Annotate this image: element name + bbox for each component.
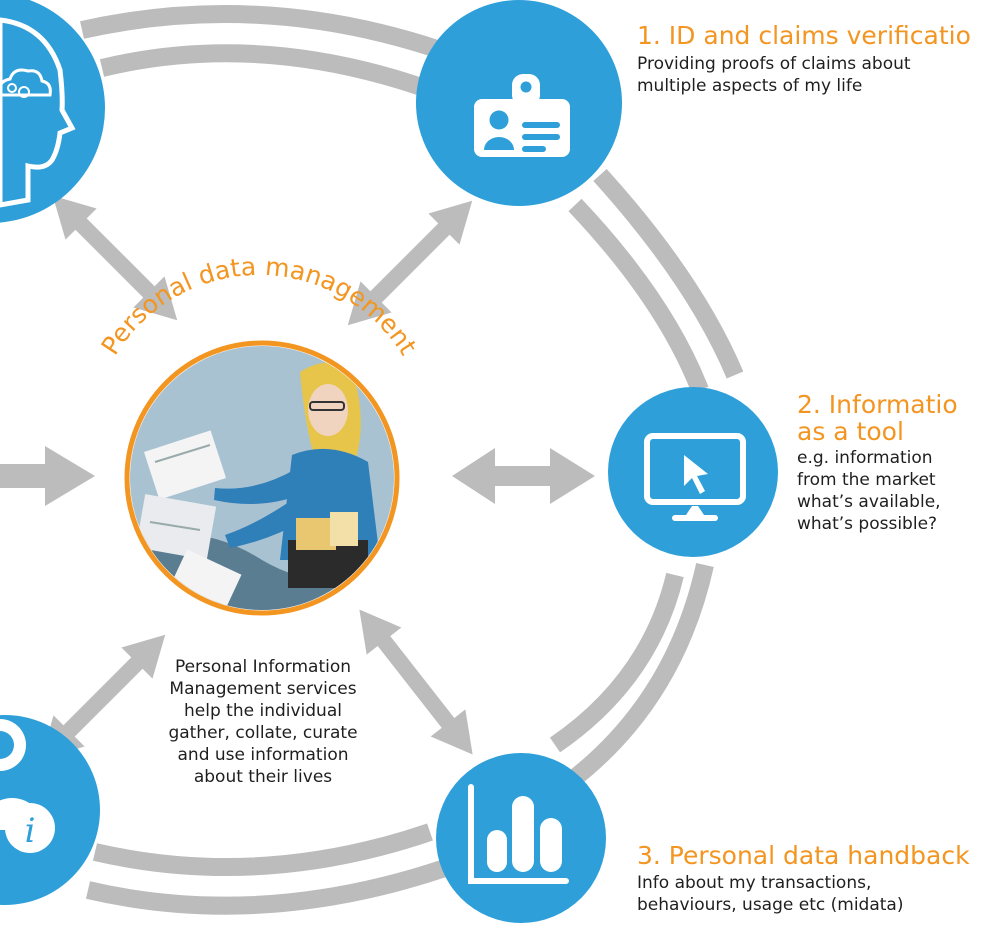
ring-segment-upper-right bbox=[568, 198, 709, 394]
arrow-upper-right bbox=[347, 200, 473, 326]
outer-ring bbox=[80, 5, 744, 915]
photo-frame bbox=[124, 340, 400, 616]
node-2-title-line-2: as a tool bbox=[797, 417, 904, 446]
center-description: Personal Information Management services… bbox=[148, 656, 378, 788]
node-left-top bbox=[0, 0, 105, 223]
node-2-description-line-3: what’s available, bbox=[797, 492, 941, 512]
center-description-line: gather, collate, curate bbox=[168, 723, 358, 743]
ring-segment-bottom bbox=[92, 823, 433, 876]
arrow-lower-right bbox=[359, 609, 473, 755]
node-2-description-line-2: from the market bbox=[797, 470, 936, 490]
center-description-line: and use information bbox=[177, 745, 349, 765]
node-1-title: 1. ID and claims verificatio bbox=[637, 21, 971, 50]
bar-chart-icon bbox=[468, 784, 569, 884]
ring-segment-lower-right bbox=[566, 563, 714, 788]
arrow-upper-left bbox=[52, 195, 178, 321]
node-2-description-line-4: what’s possible? bbox=[797, 514, 938, 534]
ring-segment-bottom bbox=[85, 859, 448, 915]
arrow-left-horizontal bbox=[0, 446, 95, 506]
ring-segment-lower-right bbox=[549, 572, 684, 753]
center-description-line: help the individual bbox=[184, 701, 342, 721]
node-data-handback bbox=[436, 753, 606, 923]
center-hub: Personal data management bbox=[96, 252, 423, 616]
center-description-line: Management services bbox=[169, 679, 357, 699]
node-information-tool bbox=[608, 387, 778, 557]
id-badge-icon bbox=[474, 74, 570, 157]
node-1-description-line-1: Providing proofs of claims about bbox=[637, 54, 911, 74]
center-description-line: about their lives bbox=[193, 767, 333, 787]
arrow-lower-left bbox=[40, 634, 166, 760]
person-illustration bbox=[130, 346, 394, 610]
arrow-right-horizontal bbox=[452, 448, 595, 504]
monitor-cursor-icon bbox=[644, 433, 746, 521]
svg-text:i: i bbox=[25, 811, 36, 851]
user-info-icon: i bbox=[0, 719, 55, 853]
node-1-description-line-2: multiple aspects of my life bbox=[637, 76, 863, 96]
ring-segment-top bbox=[99, 44, 433, 99]
node-left-bottom: i bbox=[0, 715, 100, 905]
node-2-title-line-1: 2. Informatio bbox=[797, 390, 958, 419]
node-3-description-line-1: Info about my transactions, bbox=[637, 873, 872, 893]
ring-segment-top bbox=[80, 5, 443, 59]
connector-arrows bbox=[0, 195, 595, 760]
ring-segment-upper-right bbox=[593, 168, 744, 379]
node-3-description-line-2: behaviours, usage etc (midata) bbox=[637, 895, 904, 915]
node-2-description-line-1: e.g. information bbox=[797, 448, 933, 468]
head-cloud-gears-icon bbox=[0, 17, 76, 208]
node-3-title: 3. Personal data handback bbox=[637, 841, 970, 870]
node-id-claims bbox=[416, 0, 622, 206]
center-description-line: Personal Information bbox=[174, 657, 352, 677]
